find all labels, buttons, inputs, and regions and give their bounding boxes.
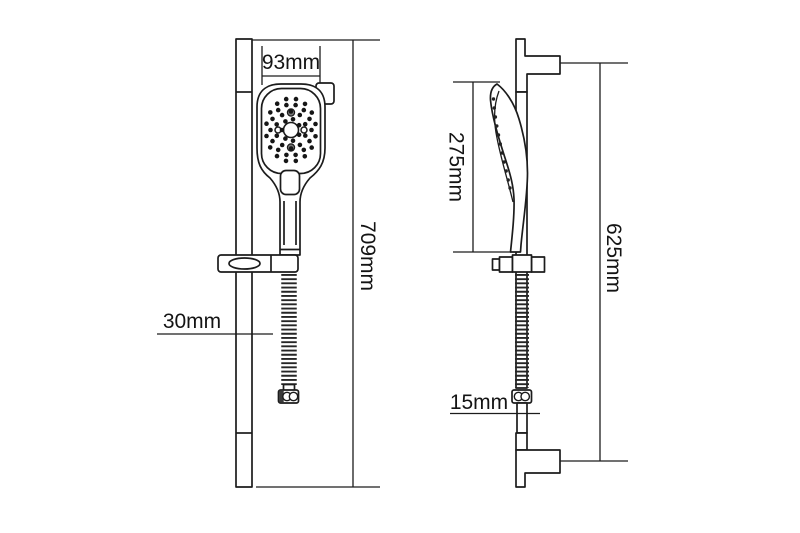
nozzle-dot bbox=[279, 127, 285, 133]
nozzle-dot bbox=[264, 133, 269, 139]
hose-connector-side bbox=[511, 389, 533, 404]
bracket-left bbox=[498, 256, 514, 273]
dim-hose-offset: 30mm bbox=[157, 310, 273, 335]
nozzle-dot bbox=[284, 152, 289, 158]
dim-overall-height: 709mm bbox=[252, 39, 380, 488]
nozzle-dot bbox=[275, 147, 281, 153]
nozzle-dot bbox=[290, 138, 296, 143]
nozzle-dot bbox=[268, 127, 273, 133]
dim-head-width: 93mm bbox=[261, 46, 321, 85]
slider-bracket-side bbox=[491, 254, 546, 273]
nozzle-dot bbox=[283, 158, 289, 164]
nozzle-dot bbox=[493, 115, 498, 119]
nozzle-dot bbox=[293, 96, 299, 102]
dim-hand-shower-length-label: 275mm bbox=[445, 132, 468, 202]
hand-shower-front bbox=[256, 83, 326, 256]
hose-nut-ring bbox=[288, 391, 299, 402]
nozzle-dot bbox=[283, 119, 288, 124]
nozzle-dot bbox=[498, 142, 502, 146]
nozzle-dot bbox=[293, 152, 298, 158]
bracket-right bbox=[530, 256, 546, 273]
outlet-tube bbox=[516, 402, 528, 434]
nozzle-dot bbox=[267, 145, 273, 150]
nozzle-dot bbox=[290, 117, 296, 122]
dim-hose-offset-label: 30mm bbox=[163, 310, 221, 333]
dim-slide-bar-length: 625mm bbox=[560, 62, 628, 462]
side-view: 625mm 275mm bbox=[445, 38, 628, 488]
spray-face-dots bbox=[264, 96, 318, 164]
bracket-slot bbox=[228, 257, 261, 270]
bracket-knob bbox=[491, 258, 501, 271]
center-nozzle bbox=[282, 121, 300, 139]
nozzle-dot bbox=[297, 142, 303, 148]
nozzle-dot bbox=[279, 142, 285, 148]
nozzle-dot bbox=[309, 127, 314, 133]
nozzle-dot bbox=[302, 121, 308, 127]
nozzle-dot bbox=[264, 121, 269, 126]
nozzle-dot bbox=[270, 116, 275, 122]
nozzle-dot bbox=[504, 169, 508, 173]
nozzle-dot bbox=[307, 138, 312, 144]
dim-hose-fitting: 15mm bbox=[450, 391, 540, 415]
nozzle-dot bbox=[296, 122, 302, 128]
nozzle-dot bbox=[309, 145, 315, 150]
dim-slide-bar-length-label: 625mm bbox=[602, 223, 625, 293]
hose-connector-front bbox=[277, 383, 300, 404]
hand-shower-side bbox=[489, 83, 529, 253]
slider-bracket-front bbox=[217, 254, 299, 273]
nozzle-dot bbox=[302, 154, 308, 159]
nozzle-dot bbox=[502, 160, 506, 164]
nozzle-dot bbox=[297, 112, 303, 118]
nozzle-dot bbox=[303, 133, 308, 138]
nozzle-dot bbox=[274, 153, 280, 159]
wall-bracket-top bbox=[515, 38, 561, 93]
nozzle-dot bbox=[313, 134, 318, 139]
nozzle-ticks bbox=[491, 97, 512, 190]
nozzle-dot bbox=[302, 101, 308, 107]
nozzle-dot bbox=[293, 158, 299, 164]
dim-hose-fitting-label: 15mm bbox=[450, 391, 508, 414]
nozzle-dot bbox=[288, 146, 294, 151]
nozzle-dot bbox=[500, 151, 504, 155]
nozzle-dot bbox=[288, 109, 294, 114]
nozzle-dot bbox=[506, 178, 510, 182]
hose-nut-ring bbox=[520, 391, 531, 402]
nozzle-dot bbox=[279, 112, 285, 118]
nozzle-dot bbox=[274, 122, 280, 127]
slide-bar-side-lower bbox=[515, 432, 528, 451]
hose-nut-band bbox=[279, 390, 284, 403]
nozzle-dot bbox=[495, 124, 499, 128]
nozzle-dot bbox=[307, 116, 312, 122]
nozzle-dot bbox=[283, 136, 288, 141]
bracket-body bbox=[511, 254, 533, 273]
front-view: 709mm 93mm bbox=[157, 38, 380, 488]
nozzle-dot bbox=[491, 97, 496, 101]
mode-button bbox=[279, 169, 301, 196]
dim-overall-height-label: 709mm bbox=[356, 221, 379, 291]
nozzle-dot bbox=[492, 106, 496, 110]
nozzle-dot bbox=[313, 121, 318, 127]
nozzle-dot bbox=[293, 102, 298, 108]
bracket-body bbox=[217, 254, 299, 273]
nozzle-dot bbox=[296, 132, 302, 138]
wall-bracket-bottom bbox=[515, 449, 561, 488]
nozzle-dot bbox=[508, 186, 512, 190]
nozzle-dot bbox=[275, 107, 281, 113]
dim-hand-shower-length: 275mm bbox=[445, 81, 511, 253]
nozzle-dot bbox=[270, 138, 275, 144]
nozzle-dot bbox=[309, 110, 315, 115]
nozzle-dot bbox=[284, 102, 289, 108]
nozzle-dot bbox=[274, 101, 280, 106]
nozzle-dot bbox=[268, 110, 273, 115]
nozzle-dot bbox=[301, 147, 307, 153]
side-nozzle bbox=[300, 126, 308, 134]
hand-shower-face-edge bbox=[493, 90, 514, 203]
dim-head-width-label: 93mm bbox=[262, 51, 320, 74]
nozzle-dot bbox=[301, 107, 307, 113]
nozzle-dot bbox=[283, 96, 289, 102]
nozzle-dot bbox=[496, 133, 501, 137]
nozzle-dot bbox=[274, 133, 280, 139]
